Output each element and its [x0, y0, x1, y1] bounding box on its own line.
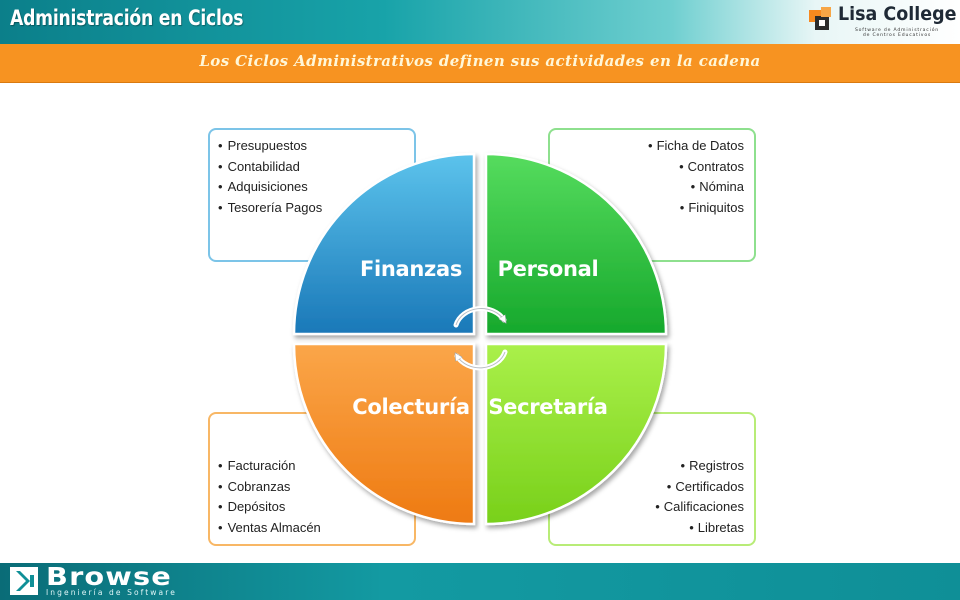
personal-quadrant: [484, 152, 668, 336]
personal-list: Ficha de Datos Contratos Nómina Finiquit…: [648, 136, 744, 218]
lisa-college-logo-icon: [809, 7, 831, 30]
footer-brand: Browse: [46, 562, 172, 591]
logo-tagline-line1: Software de Administración: [854, 28, 940, 33]
logo-tagline: Software de Administración de Centros Ed…: [838, 28, 956, 39]
colecturia-quadrant: [292, 342, 476, 526]
footer-tagline: Ingeniería de Software: [46, 588, 177, 597]
header-band: [0, 0, 960, 44]
list-item: Facturación: [218, 456, 321, 477]
cycle-arrows-icon: [453, 306, 508, 371]
lisa-college-logo: Lisa College Software de Administración …: [808, 2, 958, 42]
list-item: Contabilidad: [218, 157, 322, 178]
footer-band: [0, 563, 960, 600]
list-item: Libretas: [655, 518, 744, 539]
list-item: Depósitos: [218, 497, 321, 518]
list-item: Ficha de Datos: [648, 136, 744, 157]
list-item: Certificados: [655, 477, 744, 498]
subtitle-band: Los Ciclos Administrativos definen sus a…: [0, 44, 960, 83]
secretaria-label: Secretaría: [488, 395, 607, 419]
finanzas-label: Finanzas: [360, 257, 462, 281]
slide-subtitle: Los Ciclos Administrativos definen sus a…: [199, 52, 761, 70]
list-item: Finiquitos: [648, 198, 744, 219]
list-item: Tesorería Pagos: [218, 198, 323, 219]
browse-logo-icon: [10, 567, 38, 595]
colecturia-label: Colecturía: [352, 395, 469, 419]
secretaria-quadrant: [484, 342, 668, 526]
list-item: Adquisiciones: [218, 177, 322, 198]
list-item: Presupuestos: [218, 136, 322, 157]
slide-title: Administración en Ciclos: [10, 6, 244, 30]
logo-name: Lisa College: [838, 3, 957, 25]
logo-tagline-line2: de Centros Educativos: [862, 33, 932, 39]
list-item: Calificaciones: [655, 497, 744, 518]
finanzas-quadrant: [292, 152, 476, 336]
colecturia-list: Facturación Cobranzas Depósitos Ventas A…: [218, 456, 321, 538]
secretaria-list: Registros Certificados Calificaciones Li…: [655, 456, 744, 538]
finanzas-list: Presupuestos Contabilidad Adquisiciones …: [218, 136, 323, 219]
list-item: Ventas Almacén: [218, 518, 321, 539]
list-item: Contratos: [648, 157, 744, 178]
list-item: Nómina: [648, 177, 744, 198]
list-item: Registros: [655, 456, 744, 477]
personal-label: Personal: [498, 257, 599, 281]
list-item: Cobranzas: [218, 477, 321, 498]
